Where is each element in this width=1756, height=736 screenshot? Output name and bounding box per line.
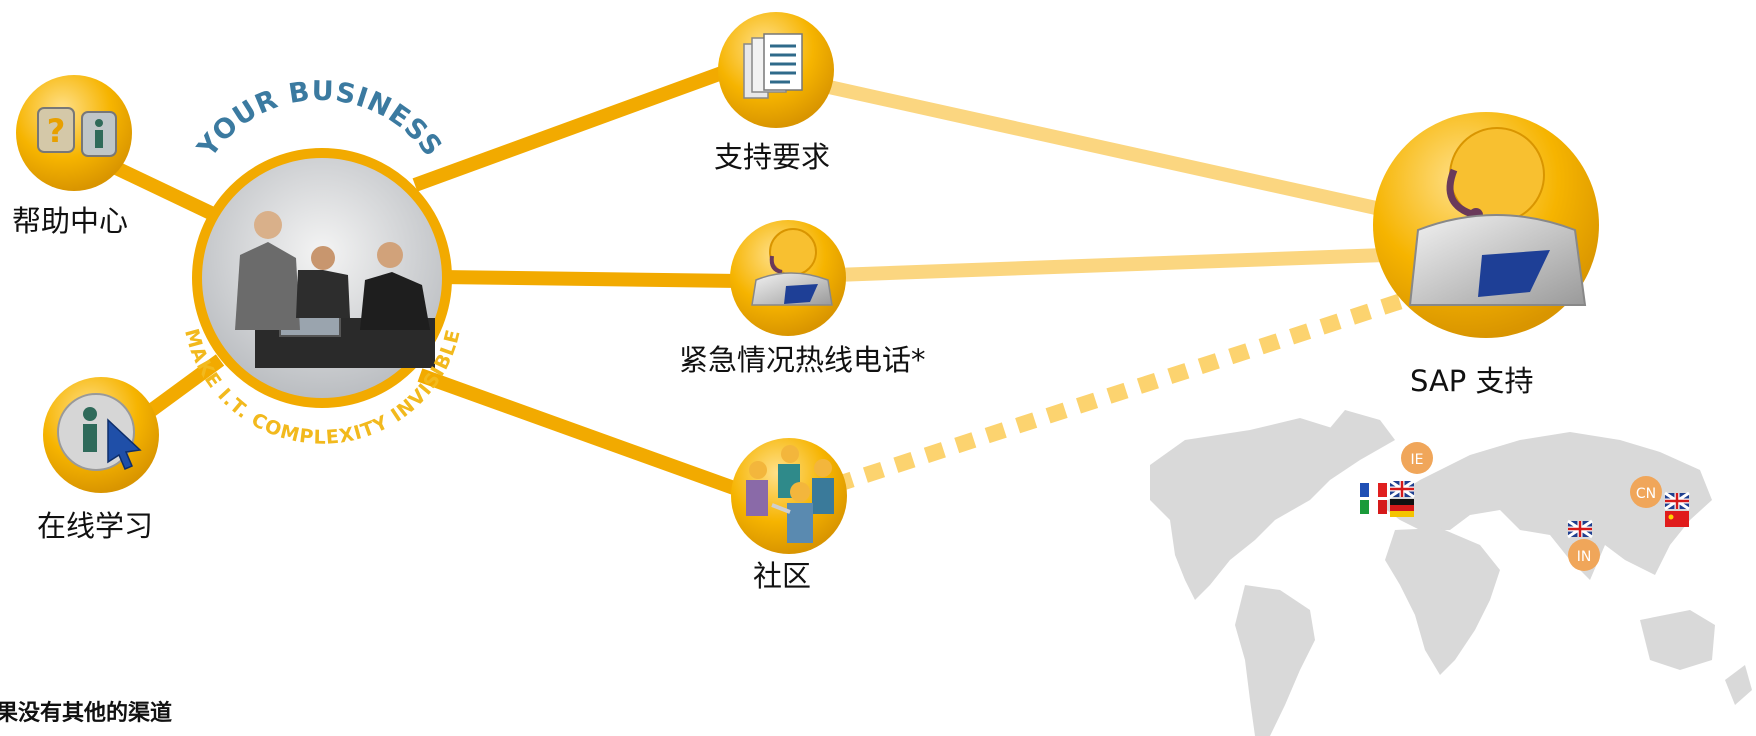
community-node[interactable] bbox=[731, 438, 847, 554]
support-request-node[interactable] bbox=[718, 12, 834, 128]
uk-flag bbox=[1389, 479, 1415, 499]
connector-support-request bbox=[412, 63, 733, 192]
footnote-text: 果没有其他的渠道 bbox=[0, 700, 173, 726]
new-zealand-shape bbox=[1725, 665, 1752, 705]
connector-community-to-sap-dotted bbox=[832, 287, 1423, 493]
africa-shape bbox=[1385, 528, 1500, 675]
eurasia-shape bbox=[1380, 432, 1712, 580]
sap-support-node[interactable] bbox=[1373, 112, 1599, 338]
sap-support-label[interactable]: SAP 支持 bbox=[1410, 364, 1534, 398]
help-center-label[interactable]: 帮助中心 bbox=[12, 204, 129, 238]
south-america-shape bbox=[1235, 585, 1315, 736]
online-learning-label[interactable]: 在线学习 bbox=[37, 509, 154, 543]
italy-flag bbox=[1360, 500, 1387, 514]
svg-text:?: ? bbox=[47, 112, 66, 150]
china-flag bbox=[1665, 511, 1689, 527]
marker-ie: IE bbox=[1401, 442, 1433, 474]
help-center-node[interactable]: ? bbox=[16, 75, 132, 191]
connector-hotline-to-sap bbox=[834, 248, 1386, 282]
your-business-hub: YOUR BUSINESS MAKE I.T. COMPLEXITY INVIS… bbox=[180, 76, 464, 449]
connector-help-center bbox=[106, 158, 219, 222]
help-info-icon: ? bbox=[37, 107, 117, 157]
uk-flag bbox=[1567, 519, 1593, 539]
germany-flag bbox=[1390, 499, 1414, 517]
greenland-shape bbox=[1320, 410, 1395, 460]
headset-agent-icon bbox=[751, 228, 833, 306]
north-america-shape bbox=[1150, 418, 1360, 600]
elearning-icon bbox=[57, 393, 142, 471]
france-flag bbox=[1360, 483, 1387, 497]
connector-community bbox=[417, 368, 748, 499]
community-label[interactable]: 社区 bbox=[753, 559, 812, 593]
marker-in-label: IN bbox=[1577, 549, 1592, 565]
world-map bbox=[1150, 410, 1752, 736]
flags bbox=[1360, 479, 1690, 539]
map-markers: IE CN IN bbox=[1401, 442, 1662, 571]
marker-in: IN bbox=[1568, 539, 1600, 571]
marker-ie-label: IE bbox=[1411, 452, 1424, 468]
marker-cn-label: CN bbox=[1636, 486, 1656, 502]
hotline-node[interactable] bbox=[730, 220, 846, 336]
hotline-label[interactable]: 紧急情况热线电话* bbox=[679, 343, 926, 377]
online-learning-node[interactable] bbox=[43, 377, 159, 493]
business-people-photo bbox=[235, 211, 435, 368]
connector-online-learning bbox=[140, 354, 225, 421]
people-group-icon bbox=[746, 445, 834, 543]
support-request-label[interactable]: 支持要求 bbox=[714, 140, 831, 174]
marker-cn: CN bbox=[1630, 476, 1662, 508]
connector-request-to-sap bbox=[818, 78, 1387, 217]
document-icon bbox=[743, 33, 803, 99]
australia-shape bbox=[1640, 610, 1715, 670]
connector-hotline bbox=[439, 270, 741, 288]
connectors bbox=[106, 63, 1423, 499]
uk-flag bbox=[1664, 491, 1690, 511]
headset-agent-icon bbox=[1408, 127, 1587, 306]
